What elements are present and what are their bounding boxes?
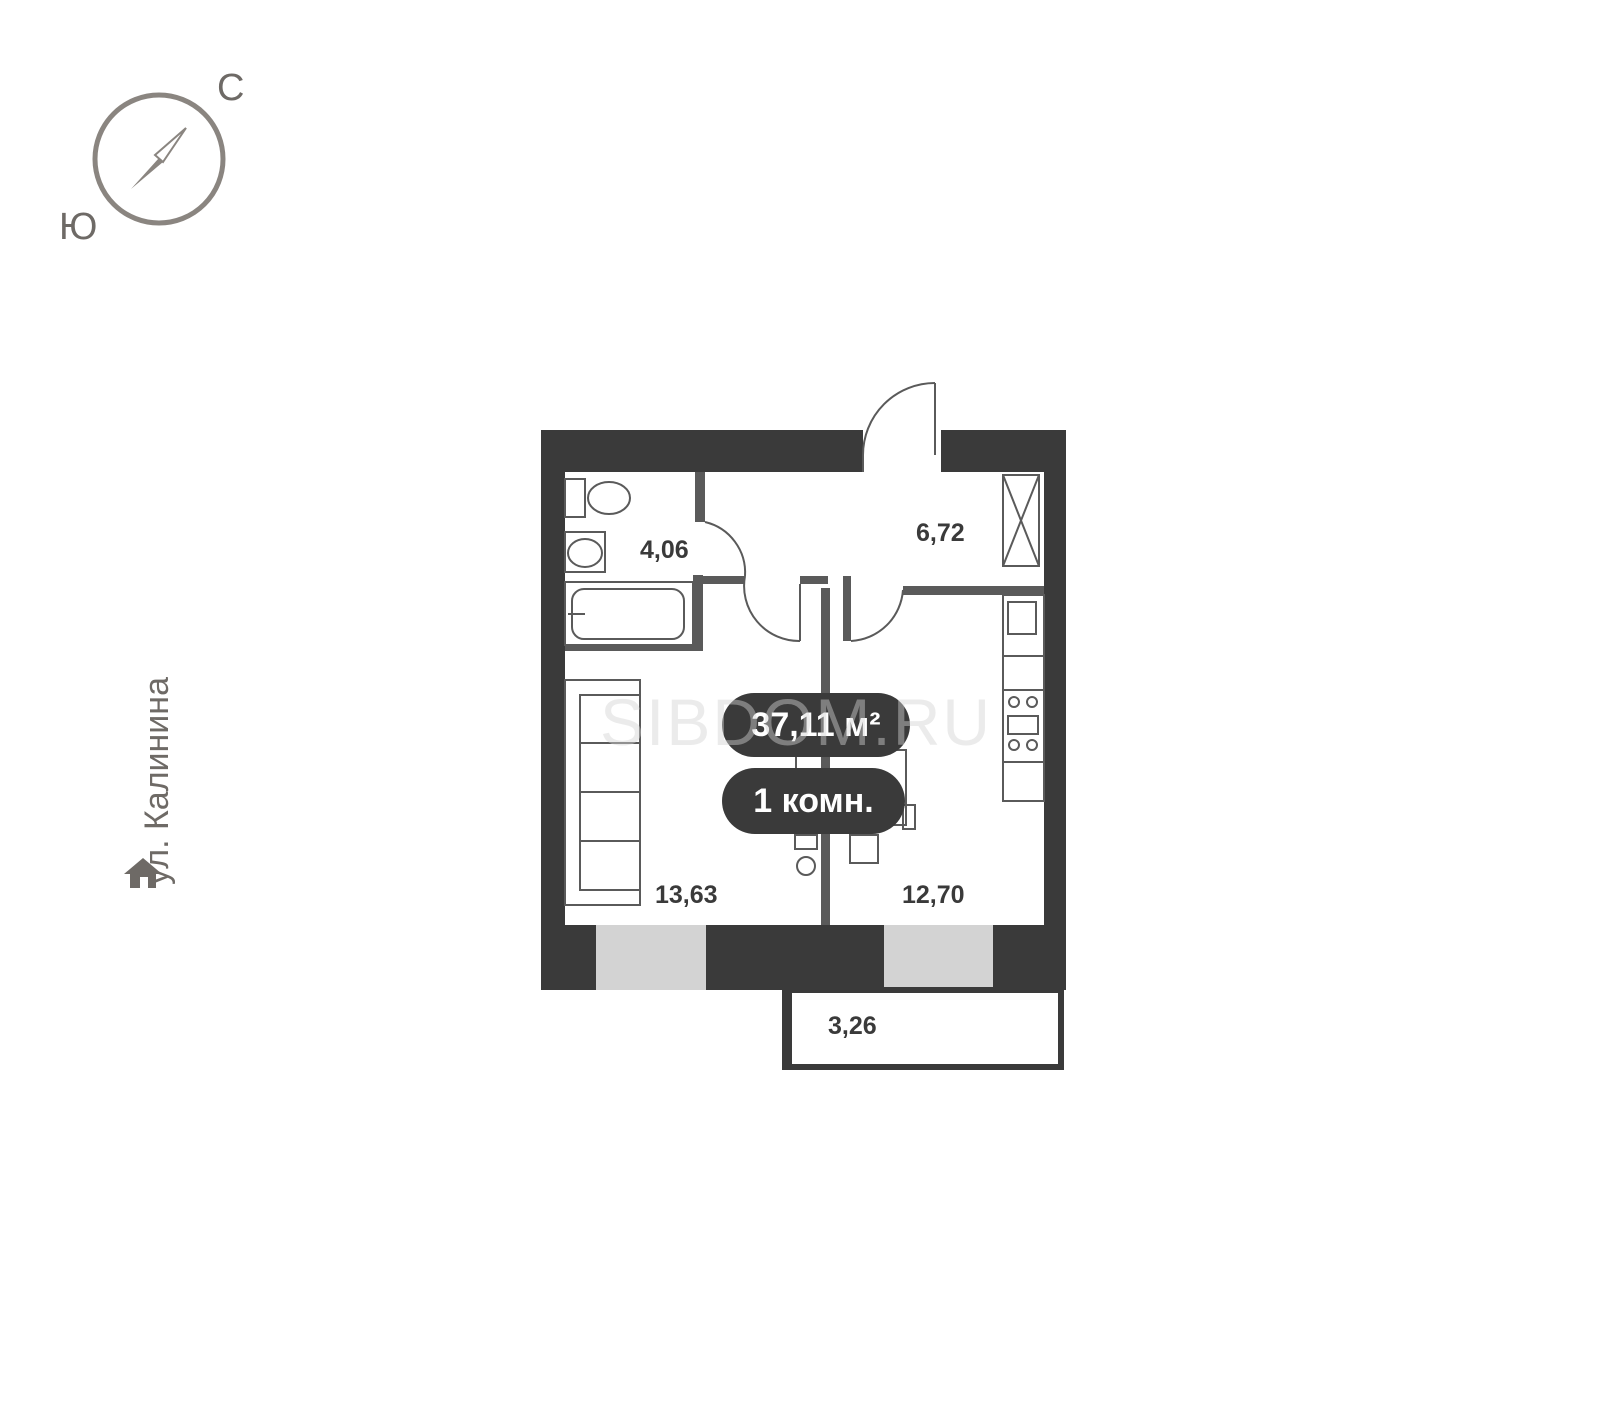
balcony xyxy=(782,987,1064,1070)
exterior-walls xyxy=(541,430,1066,990)
watermark: SIBDOM.RU xyxy=(600,685,993,759)
room-count-badge: 1 комн. xyxy=(722,768,905,834)
area-kitchen: 12,70 xyxy=(902,881,965,909)
compass-north-label: С xyxy=(217,67,245,109)
compass-icon xyxy=(92,92,226,226)
street-label: ул. Калинина xyxy=(138,677,176,885)
house-icon xyxy=(124,858,162,888)
doors xyxy=(704,382,936,643)
area-bathroom: 4,06 xyxy=(640,536,689,564)
compass-south-label: Ю xyxy=(59,206,98,248)
area-hall: 6,72 xyxy=(916,519,965,547)
bathroom-fixtures xyxy=(564,478,694,646)
kitchen-units xyxy=(1002,594,1045,802)
windows xyxy=(596,925,993,990)
wardrobe xyxy=(1002,474,1040,567)
area-balcony: 3,26 xyxy=(828,1012,877,1040)
area-living: 13,63 xyxy=(655,881,718,909)
sofa xyxy=(564,679,641,906)
total-area-badge: 37,11 м² xyxy=(722,693,910,757)
